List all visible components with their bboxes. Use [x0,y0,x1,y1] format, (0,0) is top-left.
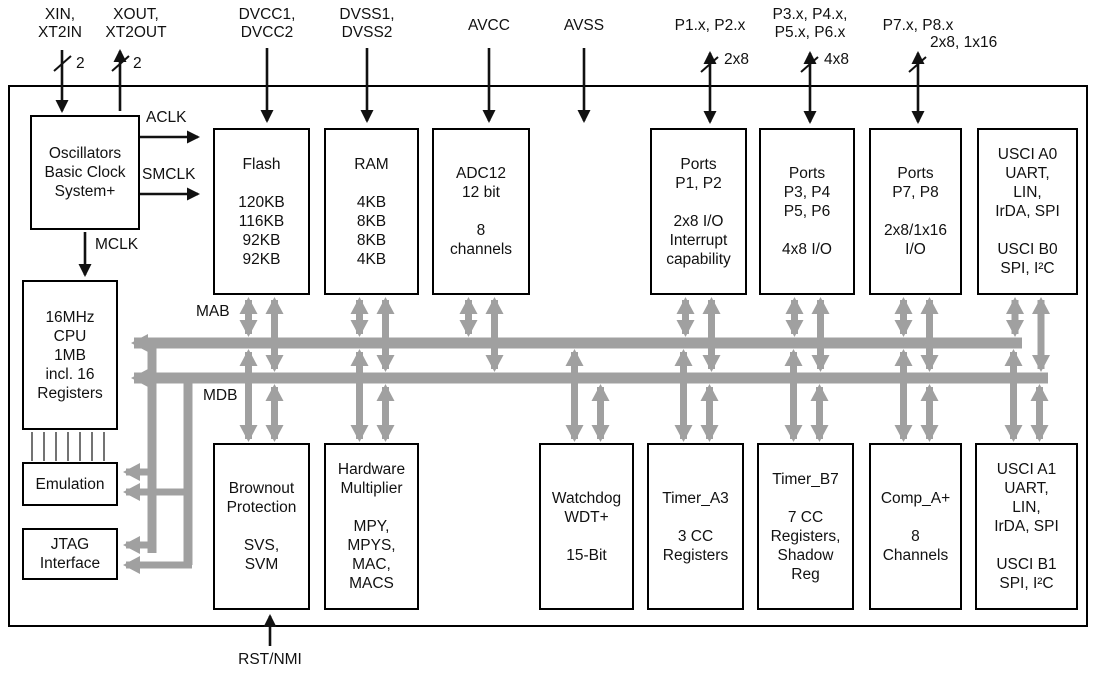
pin-label-dvss: DVSS1, DVSS2 [339,6,395,41]
block-multiplier: Hardware Multiplier MPY, MPYS, MAC, MACS [324,443,419,610]
bus-label-mab: MAB [196,303,230,320]
clock-label-aclk: ACLK [146,109,187,126]
bus-width-p7-p8: 2x8, 1x16 [930,34,998,51]
pin-label-xout: XOUT, XT2OUT [105,6,167,41]
block-usci-a0-b0: USCI A0 UART, LIN, IrDA, SPI USCI B0 SPI… [977,128,1078,295]
block-ram: RAM 4KB 8KB 8KB 4KB [324,128,419,295]
block-usci-a1-b1: USCI A1 UART, LIN, IrDA, SPI USCI B1 SPI… [975,443,1078,610]
bus-width-slashes [53,55,927,73]
pin-label-avcc: AVCC [468,17,510,34]
block-watchdog: Watchdog WDT+ 15-Bit [539,443,634,610]
block-timer-a3: Timer_A3 3 CC Registers [647,443,744,610]
bus-width-p3-p6: 4x8 [824,51,849,68]
block-ports-p7-p8: Ports P7, P8 2x8/1x16 I/O [869,128,962,295]
pin-label-rst-nmi: RST/NMI [238,651,302,668]
block-brownout: Brownout Protection SVS, SVM [213,443,310,610]
block-timer-b7: Timer_B7 7 CC Registers, Shadow Reg [757,443,854,610]
bus-width-xout: 2 [133,55,142,72]
bus-label-mdb: MDB [203,387,238,404]
bus-width-xin: 2 [76,55,85,72]
pin-label-avss: AVSS [563,17,605,34]
pin-label-dvcc: DVCC1, DVCC2 [238,6,296,41]
block-comp-a: Comp_A+ 8 Channels [869,443,962,610]
clock-label-smclk: SMCLK [142,166,196,183]
block-ports-p1-p2: Ports P1, P2 2x8 I/O Interrupt capabilit… [650,128,747,295]
block-oscillators: Oscillators Basic Clock System+ [30,115,140,230]
clock-label-mclk: MCLK [95,236,139,253]
pin-label-p3-p6: P3.x, P4.x, P5.x, P6.x [772,6,848,41]
block-adc12: ADC12 12 bit 8 channels [432,128,530,295]
pin-label-xin: XIN, XT2IN [38,6,82,41]
block-flash: Flash 120KB 116KB 92KB 92KB [213,128,310,295]
bus-width-p1-p2: 2x8 [724,51,749,68]
block-cpu: 16MHz CPU 1MB incl. 16 Registers [22,280,118,430]
block-ports-p3-p6: Ports P3, P4 P5, P6 4x8 I/O [759,128,855,295]
chip-boundary [8,85,1088,627]
block-emulation: Emulation [22,462,118,506]
pin-label-p1-p2: P1.x, P2.x [674,17,746,34]
pin-label-p7-p8: P7.x, P8.x [882,17,954,34]
block-jtag: JTAG Interface [22,528,118,580]
